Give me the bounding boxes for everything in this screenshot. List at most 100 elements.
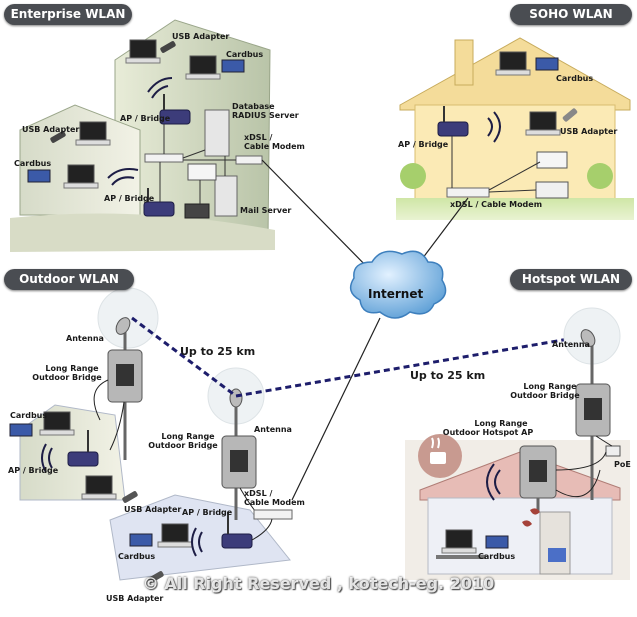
enterprise-building-left bbox=[19, 104, 141, 216]
printer-icon bbox=[187, 163, 217, 181]
label-xdsl: xDSL / bbox=[244, 489, 273, 498]
label-cardbus: Cardbus bbox=[556, 74, 594, 83]
cardbus-icon bbox=[535, 57, 559, 71]
enterprise-title-badge: Enterprise WLAN bbox=[4, 4, 132, 25]
label-xdsl: xDSL / bbox=[244, 133, 273, 142]
label-antenna: Antenna bbox=[552, 340, 590, 349]
wifi-waves-icon bbox=[147, 77, 173, 99]
label-long-range: Long Range bbox=[161, 432, 215, 441]
server-icon bbox=[214, 175, 238, 217]
cafe-table bbox=[436, 555, 486, 559]
printer-icon bbox=[184, 203, 210, 219]
soho-chimney bbox=[454, 39, 474, 86]
label-long-range: Long Range bbox=[523, 382, 577, 391]
outdoor-title-badge: Outdoor WLAN bbox=[4, 269, 134, 290]
label-outdoor-bridge: Outdoor Bridge bbox=[148, 441, 218, 450]
switch-icon bbox=[144, 153, 184, 163]
cardbus-icon bbox=[485, 535, 509, 549]
label-cardbus: Cardbus bbox=[118, 552, 156, 561]
distance-label-right: Up to 25 km bbox=[410, 369, 486, 382]
access-point-icon bbox=[143, 201, 175, 217]
label-antenna: Antenna bbox=[254, 425, 292, 434]
label-cardbus: Cardbus bbox=[10, 411, 48, 420]
access-point-icon bbox=[221, 533, 253, 549]
laptop-icon bbox=[75, 121, 111, 146]
printer-icon bbox=[535, 181, 569, 199]
hotspot-title-badge: Hotspot WLAN bbox=[510, 269, 632, 290]
label-long-range: Long Range bbox=[45, 364, 99, 373]
label-long-range: Long Range bbox=[474, 419, 528, 428]
laptop-icon bbox=[39, 411, 75, 436]
antenna-icon bbox=[580, 329, 596, 347]
usb-adapter-icon bbox=[562, 108, 578, 122]
label-ap-bridge: AP / Bridge bbox=[104, 194, 155, 203]
wan-link-outdoor bbox=[291, 317, 381, 501]
printer-icon bbox=[536, 151, 568, 169]
poe-injector-icon bbox=[605, 445, 621, 457]
label-poe: PoE bbox=[614, 460, 631, 469]
lan-cable bbox=[159, 124, 236, 204]
label-cardbus: Cardbus bbox=[14, 159, 52, 168]
laptop-icon bbox=[525, 111, 561, 136]
laptop-icon bbox=[157, 523, 193, 548]
label-outdoor-bridge: Outdoor Bridge bbox=[32, 373, 102, 382]
label-mail-server: Mail Server bbox=[240, 206, 292, 215]
cardbus-icon bbox=[221, 59, 245, 73]
lan-cable bbox=[451, 136, 541, 193]
copyright-watermark: © All Right Reserved , kotech-eg. 2010 bbox=[142, 574, 495, 593]
cardbus-icon bbox=[9, 423, 33, 437]
usb-adapter-icon bbox=[148, 571, 164, 583]
wifi-waves-icon bbox=[41, 443, 53, 473]
usb-adapter-icon bbox=[50, 131, 66, 143]
label-cardbus: Cardbus bbox=[478, 552, 516, 561]
soho-house-wall bbox=[414, 104, 616, 201]
label-cable-modem: Cable Modem bbox=[244, 498, 305, 507]
cafe-chair bbox=[548, 548, 566, 562]
laptop-icon bbox=[81, 475, 117, 500]
hotspot-scene bbox=[405, 307, 630, 580]
modem-icon bbox=[253, 509, 293, 520]
label-usb-adapter: USB Adapter bbox=[106, 594, 164, 603]
label-radius-server: RADIUS Server bbox=[232, 111, 299, 120]
enterprise-scene bbox=[10, 19, 275, 252]
access-point-icon bbox=[437, 121, 469, 137]
laptop-icon bbox=[125, 39, 161, 64]
modem-icon bbox=[235, 155, 263, 165]
label-ap-bridge: AP / Bridge bbox=[398, 140, 449, 149]
wifi-waves-icon bbox=[486, 463, 501, 501]
long-range-link-right bbox=[235, 334, 587, 398]
cardbus-icon bbox=[129, 533, 153, 547]
coffee-beans-icon bbox=[522, 508, 540, 527]
label-database: Database bbox=[232, 102, 275, 111]
bridge-cable bbox=[555, 435, 613, 498]
label-usb-adapter: USB Adapter bbox=[22, 125, 80, 134]
usb-adapter-icon bbox=[160, 41, 176, 53]
label-outdoor-bridge: Outdoor Bridge bbox=[510, 391, 580, 400]
long-range-link-left bbox=[131, 316, 237, 398]
bridge-cable bbox=[93, 379, 125, 451]
server-icon bbox=[204, 109, 230, 157]
tree-icon bbox=[400, 163, 426, 189]
label-antenna: Antenna bbox=[66, 334, 104, 343]
internet-cloud-icon bbox=[349, 250, 447, 319]
wifi-waves-icon bbox=[191, 527, 203, 557]
soho-scene bbox=[396, 37, 634, 220]
laptop-icon bbox=[185, 55, 221, 80]
laptop-icon bbox=[495, 51, 531, 76]
label-usb-adapter: USB Adapter bbox=[560, 127, 618, 136]
label-usb-adapter: USB Adapter bbox=[124, 505, 182, 514]
label-ap-bridge: AP / Bridge bbox=[8, 466, 59, 475]
wan-link-enterprise bbox=[261, 159, 376, 276]
cafe-door bbox=[539, 511, 571, 575]
access-point-icon bbox=[67, 451, 99, 467]
tree-icon bbox=[587, 163, 613, 189]
lan-cable bbox=[251, 518, 273, 541]
outdoor-scene bbox=[9, 287, 293, 583]
soho-title-badge: SOHO WLAN bbox=[510, 4, 632, 25]
label-ap-bridge: AP / Bridge bbox=[182, 508, 233, 517]
label-outdoor-hotspot-ap: Outdoor Hotspot AP bbox=[442, 428, 534, 437]
antenna-icon bbox=[229, 388, 243, 408]
cardbus-icon bbox=[27, 169, 51, 183]
